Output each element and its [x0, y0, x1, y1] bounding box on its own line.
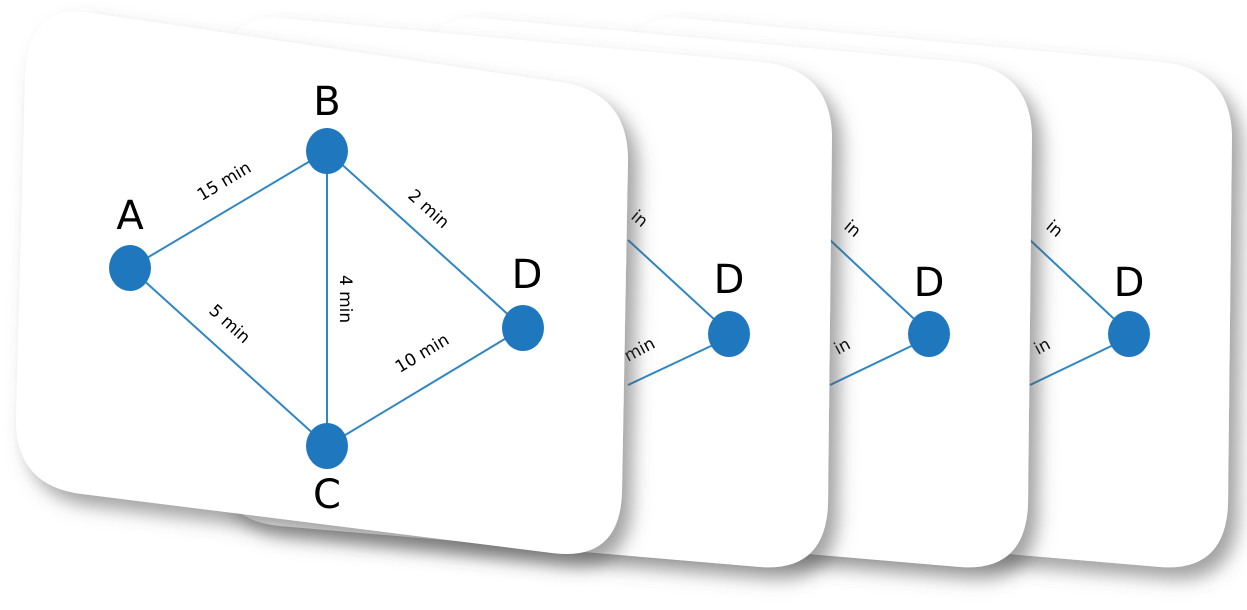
node-d	[908, 311, 950, 357]
node-c-label: C	[313, 472, 341, 518]
edge-b-d	[326, 150, 524, 329]
node-d	[502, 305, 544, 351]
edge-upper	[627, 239, 729, 333]
node-d-label: D	[1114, 260, 1145, 306]
edge-upper	[1029, 239, 1129, 333]
node-d-label: D	[914, 260, 945, 306]
node-d-label: D	[512, 252, 543, 298]
edge-b-c-label: 4 min	[335, 275, 355, 323]
card-panel	[15, 11, 629, 555]
node-a-label: A	[116, 193, 144, 239]
node-d	[708, 311, 750, 357]
edge-a-c	[129, 267, 328, 447]
node-d	[1108, 311, 1150, 357]
front-card: 15 min 2 min 4 min 5 min 10 min A B C D	[15, 11, 629, 555]
edge-upper	[829, 239, 929, 333]
node-a	[109, 245, 151, 291]
edge-a-b	[129, 150, 328, 269]
edge-c-d	[326, 327, 524, 447]
node-b-label: B	[313, 79, 340, 125]
node-c	[306, 423, 348, 469]
node-b	[306, 128, 348, 174]
node-d-label: D	[714, 257, 745, 303]
